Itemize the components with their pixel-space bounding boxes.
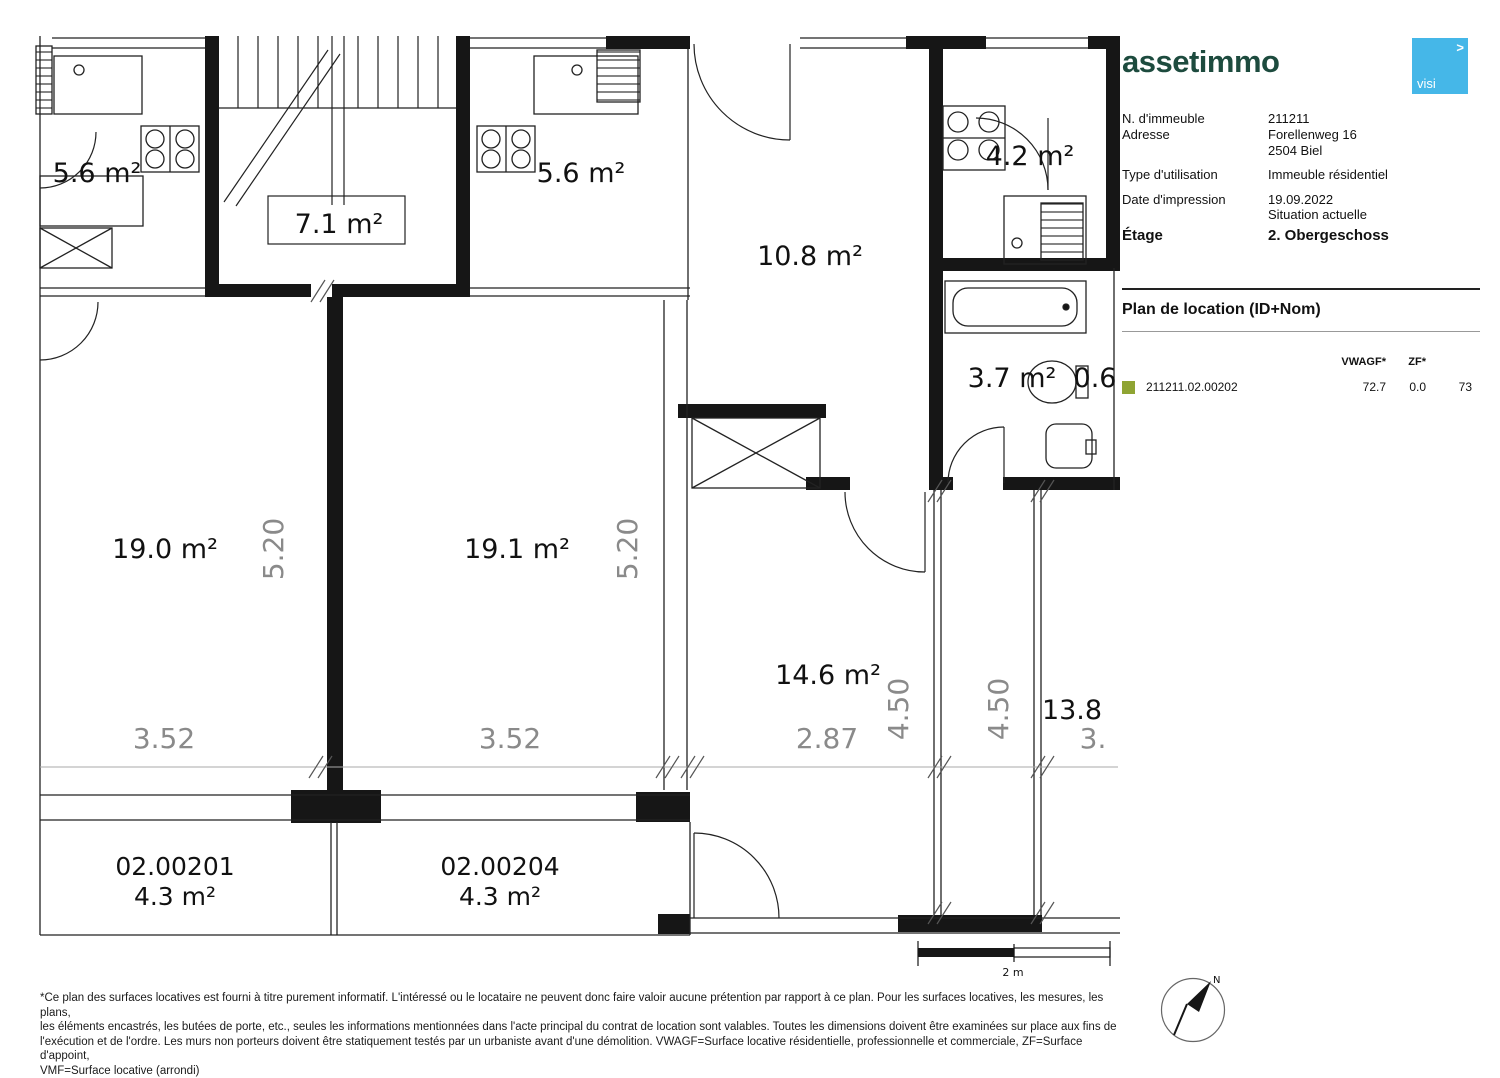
info-label: Étage	[1122, 228, 1268, 244]
table-row: 211211.02.00202 72.7 0.0 73	[1122, 380, 1472, 394]
dimension-labels-group: 5.20 5.20 3.52 3.52 2.87 4.50 4.50 3.	[133, 518, 1107, 755]
sink-mid	[572, 65, 582, 75]
info-label: Type d'utilisation	[1122, 167, 1268, 183]
unit-vwagf: 72.7	[1322, 380, 1386, 394]
info-label: N. d'immeuble	[1122, 111, 1268, 127]
counter-left	[54, 56, 142, 114]
info-row-floor: Étage 2. Obergeschoss	[1122, 228, 1482, 244]
table-header-vwagf: VWAGF*	[1322, 356, 1386, 368]
room-label-bathroom-small: 0.6	[1074, 363, 1117, 394]
room-label-kitchen-mid: 5.6 m²	[537, 158, 626, 189]
info-value: 211211	[1268, 111, 1482, 127]
room-label-room-top: 10.8 m²	[757, 241, 863, 272]
sink-left	[74, 65, 84, 75]
scale-label: 2 m	[1002, 966, 1023, 979]
floor-plan: 5.6 m² 7.1 m² 5.6 m² 10.8 m² 4.2 m² 3.7 …	[0, 0, 1120, 1066]
room-label-room-mid: 19.1 m²	[464, 534, 570, 565]
visio-badge: > visi	[1412, 38, 1468, 94]
footnote-line: *Ce plan des surfaces locatives est four…	[40, 991, 1120, 1020]
unit-id: 211211.02.00202	[1146, 380, 1238, 394]
dim-3-52-left: 3.52	[133, 722, 195, 755]
info-value: Immeuble résidentiel	[1268, 167, 1482, 183]
info-row-situation: Situation actuelle	[1122, 207, 1482, 223]
info-value: 19.09.2022	[1268, 192, 1482, 208]
divider	[1122, 331, 1480, 332]
dim-3-52-right: 3.52	[479, 722, 541, 755]
footnote: *Ce plan des surfaces locatives est four…	[40, 991, 1120, 1078]
balcony2-id: 02.00204	[440, 852, 559, 881]
info-row-usage: Type d'utilisation Immeuble résidentiel	[1122, 167, 1482, 183]
info-label	[1122, 207, 1268, 223]
info-value: Situation actuelle	[1268, 207, 1482, 223]
footnote-line: VMF=Surface locative (arrondi)	[40, 1064, 1120, 1078]
balcony2-area: 4.3 m²	[459, 882, 541, 911]
room-label-stairwell: 7.1 m²	[295, 209, 384, 240]
info-row-building: N. d'immeuble 211211	[1122, 111, 1482, 127]
room-label-kitchen-right: 4.2 m²	[986, 141, 1075, 172]
info-label	[1122, 143, 1268, 159]
unit-zf: 0.0	[1386, 380, 1426, 394]
info-value: 2. Obergeschoss	[1268, 228, 1482, 244]
divider	[1122, 288, 1480, 290]
info-value: 2504 Biel	[1268, 143, 1482, 159]
dim-4-50-left: 4.50	[882, 678, 915, 740]
assetimmo-logo: assetimmo	[1122, 44, 1279, 80]
dim-5-20-right: 5.20	[611, 518, 644, 580]
section-title: Plan de location (ID+Nom)	[1122, 301, 1321, 319]
unit-extra: 73	[1426, 380, 1472, 394]
table-header-zf: ZF*	[1386, 356, 1426, 368]
dim-4-50-right: 4.50	[982, 678, 1015, 740]
info-label: Date d'impression	[1122, 192, 1268, 208]
info-panel: assetimmo > visi N. d'immeuble 211211 Ad…	[1120, 0, 1500, 1061]
balcony1-id: 02.00201	[115, 852, 234, 881]
balcony1-area: 4.3 m²	[134, 882, 216, 911]
info-row-address: Adresse Forellenweg 16	[1122, 127, 1482, 143]
badge-label: visi	[1417, 76, 1436, 91]
washbasin	[1046, 424, 1092, 468]
floor-plan-svg: 5.6 m² 7.1 m² 5.6 m² 10.8 m² 4.2 m² 3.7 …	[0, 0, 1120, 1061]
table-header-row: VWAGF* ZF*	[1122, 356, 1472, 368]
sink-right	[1012, 238, 1022, 248]
info-label: Adresse	[1122, 127, 1268, 143]
vent-grille-right	[1041, 203, 1083, 260]
info-row-print-date: Date d'impression 19.09.2022	[1122, 192, 1482, 208]
vent-grille-mid	[597, 50, 640, 102]
room-label-bathroom: 3.7 m²	[968, 363, 1057, 394]
room-label-room-left: 19.0 m²	[112, 534, 218, 565]
room-label-kitchen-left: 5.6 m²	[53, 158, 142, 189]
legend-color-square	[1122, 381, 1135, 394]
info-value: Forellenweg 16	[1268, 127, 1482, 143]
dim-2-87: 2.87	[796, 722, 858, 755]
dim-5-20-left: 5.20	[257, 518, 290, 580]
vent-grille-left	[36, 46, 52, 114]
badge-arrow-icon: >	[1456, 40, 1464, 55]
info-row-address2: 2504 Biel	[1122, 143, 1482, 159]
footnote-line: l'exécution et de l'ordre. Les murs non …	[40, 1035, 1120, 1064]
dim-clipped: 3.	[1080, 722, 1107, 755]
walls-group	[205, 36, 1120, 934]
footnote-line: les éléments encastrés, les butées de po…	[40, 1020, 1120, 1035]
scale-bar: 2 m	[918, 941, 1110, 979]
room-label-room-right: 14.6 m²	[775, 660, 881, 691]
